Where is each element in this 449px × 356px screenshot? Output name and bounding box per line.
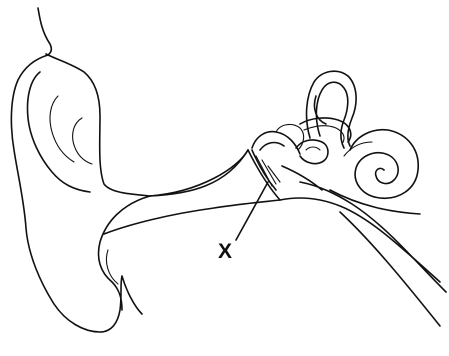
- outer-ear: [11, 8, 248, 332]
- ear-canal: [104, 150, 280, 234]
- ossicles: [252, 125, 328, 164]
- semicircular-canals: [300, 71, 356, 148]
- x-pointer-line: [236, 182, 268, 240]
- eardrum-label-x: X: [218, 240, 232, 264]
- cochlea: [344, 130, 418, 199]
- eardrum: [248, 150, 280, 200]
